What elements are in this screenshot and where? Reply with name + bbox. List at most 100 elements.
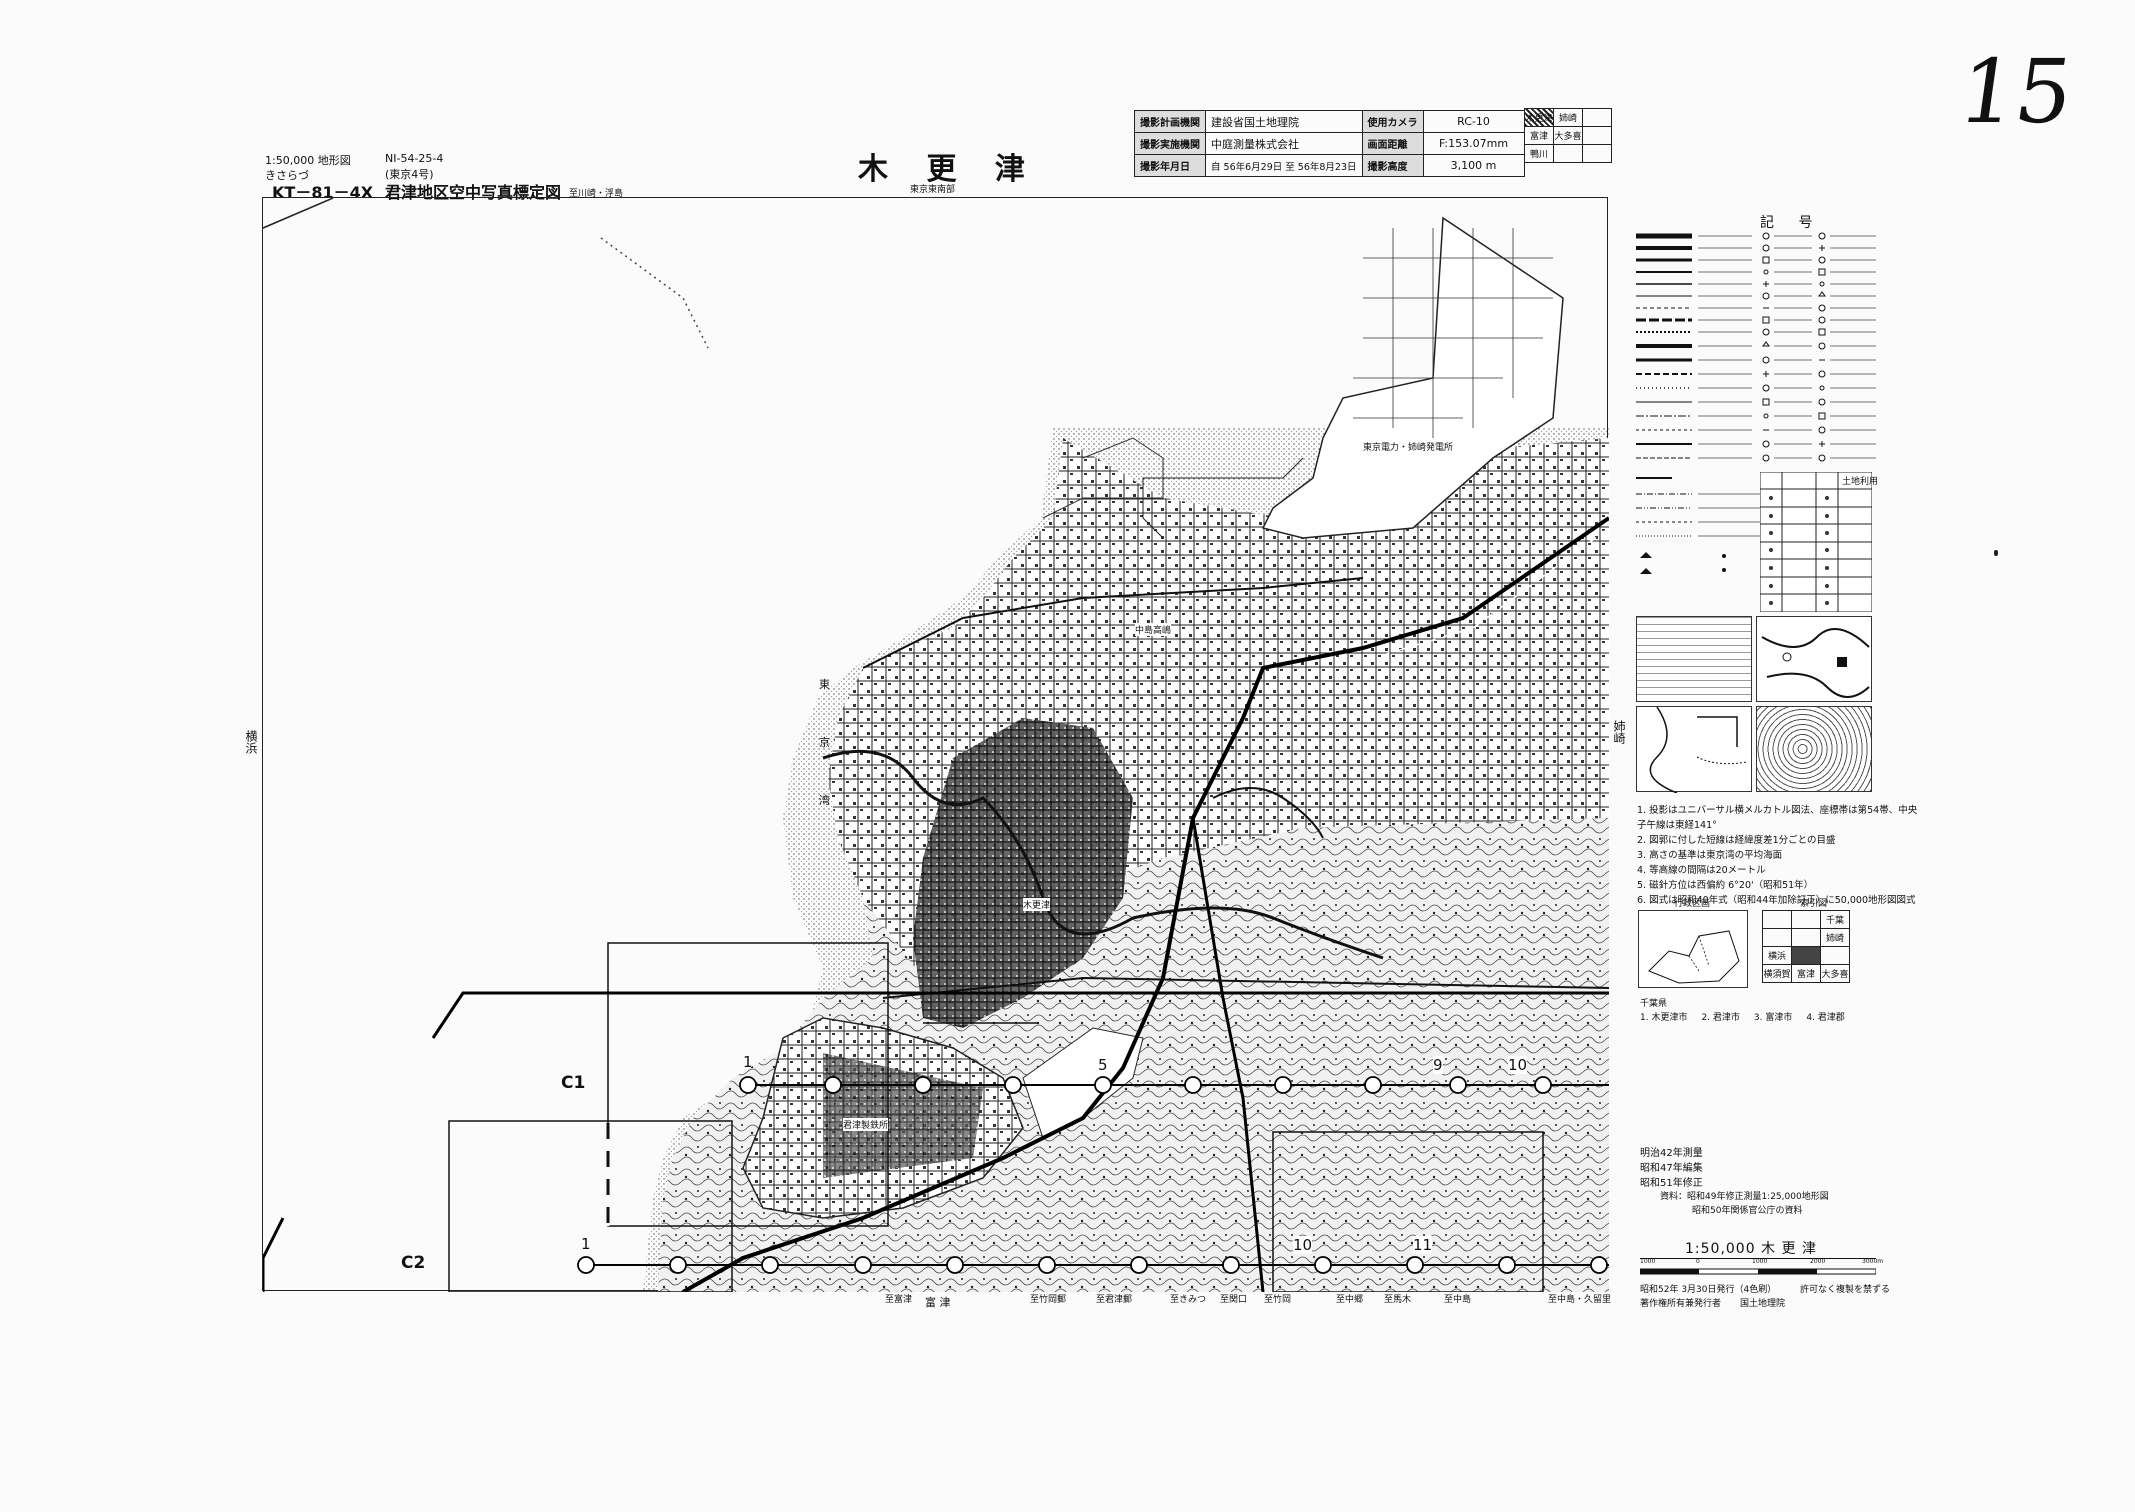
sea-label: 京: [819, 736, 830, 749]
scale-tick: 1000: [1640, 1258, 1656, 1265]
photo-center[interactable]: [1130, 1256, 1148, 1274]
photo-center[interactable]: [1498, 1256, 1516, 1274]
adjacent-sheets-table: 木更津 姉崎 富津 大多喜 鴨川: [1524, 108, 1612, 163]
scale-bar: [1640, 1268, 1876, 1275]
index-cell: 富津: [1791, 964, 1821, 983]
issue-date: 昭和52年 3月30日発行（4色刷）: [1640, 1285, 1777, 1295]
meta-label: 撮影高度: [1361, 154, 1424, 177]
meta-row: 撮影実施機関 中庭測量株式会社 画面距離 F:153.07mm: [1134, 132, 1525, 155]
town-core: [913, 718, 1133, 1028]
municipality: 1. 木更津市: [1640, 1013, 1688, 1023]
index-cell: [1791, 928, 1821, 947]
c2-photo-centers: [577, 1256, 1608, 1274]
c2-photo-number: 10: [1293, 1236, 1313, 1254]
municipality: 3. 富津市: [1753, 1013, 1793, 1023]
index-cell: 姉崎: [1820, 928, 1850, 947]
photo-center[interactable]: [1222, 1256, 1240, 1274]
bottom-edge-label: 至君津郵: [1096, 1295, 1133, 1305]
road: [882, 976, 1609, 999]
handwritten-sheet-number: 15: [1952, 40, 2080, 143]
photo-center[interactable]: [1314, 1256, 1332, 1274]
photo-center[interactable]: [824, 1076, 842, 1094]
adjacent-cell: 木更津: [1524, 108, 1554, 127]
sheet-kana: きさらづ: [265, 169, 309, 182]
photo-center[interactable]: [1184, 1076, 1202, 1094]
source-line: 昭和50年関係官公庁の資料: [1692, 1206, 1803, 1216]
scale-tick: 3000m: [1862, 1258, 1884, 1265]
photo-center[interactable]: [761, 1256, 779, 1274]
c1-photo-number: 9: [1433, 1056, 1443, 1074]
photo-center[interactable]: [1274, 1076, 1292, 1094]
photo-metadata-table: 撮影計画機関 建設省国土地理院 使用カメラ RC-10 撮影実施機関 中庭測量株…: [1134, 110, 1525, 177]
photo-center[interactable]: [1038, 1256, 1056, 1274]
meta-label: 撮影年月日: [1134, 154, 1206, 177]
meta-label: 撮影実施機関: [1134, 132, 1206, 155]
bottom-edge-label: 至馬木: [1384, 1295, 1412, 1305]
legend-notes: 1. 投影はユニバーサル横メルカトル図法、座標帯は第54帯、中央 子午線は東経1…: [1637, 803, 1917, 908]
note-line: 子午線は東経141°: [1637, 820, 1717, 831]
adjacent-cell: [1582, 144, 1612, 163]
c2-start-number: 1: [581, 1235, 591, 1253]
map-canvas: [263, 198, 1609, 1292]
sheet-code: NI-54-25-4: [385, 152, 444, 165]
title-rule: [1640, 1258, 1876, 1259]
index-cell: [1820, 946, 1850, 965]
flight-line-c1-edge: [431, 991, 1609, 1039]
photo-center[interactable]: [577, 1256, 595, 1274]
photo-center[interactable]: [1364, 1076, 1382, 1094]
photo-coverage-box: [448, 1120, 733, 1292]
history-line: 昭和47年編集: [1640, 1163, 1703, 1174]
legend-line-symbols: [1636, 232, 1876, 462]
meta-label: 使用カメラ: [1361, 110, 1424, 133]
meta-row: 撮影年月日 自 56年6月29日 至 56年8月23日 撮影高度 3,100 m: [1134, 154, 1525, 177]
c2-photo-number: 11: [1413, 1236, 1433, 1254]
map-frame: C1 C2 1 5 9 10 1 10 11 東 京 湾 中島高嶋 東京電力・姉…: [262, 189, 1609, 1292]
c1-photo-number: 10: [1508, 1056, 1528, 1074]
meta-value: F:153.07mm: [1422, 132, 1525, 155]
source-notes: 資料：昭和49年修正測量1:25,000地形図 昭和50年関係官公庁の資料: [1660, 1190, 1829, 1218]
legend-sample-urban: [1636, 616, 1752, 702]
bottom-edge-label: 富 津: [925, 1296, 951, 1309]
photo-center[interactable]: [1004, 1076, 1022, 1094]
photo-center[interactable]: [1534, 1076, 1552, 1094]
index-map-table: 千葉 姉崎 横浜 横須賀 富津 大多喜: [1762, 910, 1850, 983]
legend-sample-coast: [1636, 706, 1752, 794]
adjacent-cell: [1553, 144, 1583, 163]
bottom-edge-label: 至竹岡: [1264, 1295, 1292, 1305]
photo-center[interactable]: [739, 1076, 757, 1094]
right-edge-label: 姉崎: [1612, 720, 1626, 744]
place-label: 君津製鉄所: [843, 1118, 889, 1131]
map-subtitle: 東京東南部: [910, 185, 956, 195]
municipality: 2. 君津市: [1701, 1013, 1740, 1023]
photo-center[interactable]: [669, 1256, 687, 1274]
adjacent-cell: [1582, 108, 1612, 127]
note-line: 4. 等高線の間隔は20メートル: [1637, 865, 1766, 876]
scale-series: 1:50,000 地形図: [265, 154, 351, 167]
sea-label: 東: [819, 678, 830, 691]
scale-tick: 0: [1696, 1258, 1700, 1265]
note-line: 1. 投影はユニバーサル横メルカトル図法、座標帯は第54帯、中央: [1637, 805, 1918, 816]
stray-mark: [1994, 550, 1998, 556]
flight-line-c2-label: C2: [401, 1253, 426, 1273]
note-line: 3. 高さの基準は東京湾の平均海面: [1637, 850, 1783, 861]
meta-label: 画面距離: [1361, 132, 1424, 155]
note-line: 5. 磁針方位は西偏約 6°20'（昭和51年）: [1637, 880, 1814, 891]
top-edge-label: 至川崎・浮島: [569, 189, 624, 199]
adjacent-cell: 鴨川: [1524, 144, 1554, 163]
photo-center[interactable]: [854, 1256, 872, 1274]
photo-center[interactable]: [1590, 1256, 1608, 1274]
photo-center[interactable]: [914, 1076, 932, 1094]
railway-main: [682, 516, 1609, 1292]
bottom-edge-label: 至富津: [885, 1295, 913, 1305]
publisher-label: 著作権所有兼発行者: [1640, 1299, 1722, 1309]
legend-sample-river: [1756, 616, 1872, 702]
meta-value: 自 56年6月29日 至 56年8月23日: [1205, 154, 1363, 177]
photo-center[interactable]: [946, 1256, 964, 1274]
meta-label: 撮影計画機関: [1134, 110, 1206, 133]
photo-center[interactable]: [1449, 1076, 1467, 1094]
place-label: 東京電力・姉崎発電所: [1363, 440, 1454, 453]
photo-center[interactable]: [1406, 1256, 1424, 1274]
legend-sample-contours: [1756, 706, 1872, 792]
photo-center[interactable]: [1094, 1076, 1112, 1094]
bottom-edge-label: 至関口: [1220, 1295, 1248, 1305]
